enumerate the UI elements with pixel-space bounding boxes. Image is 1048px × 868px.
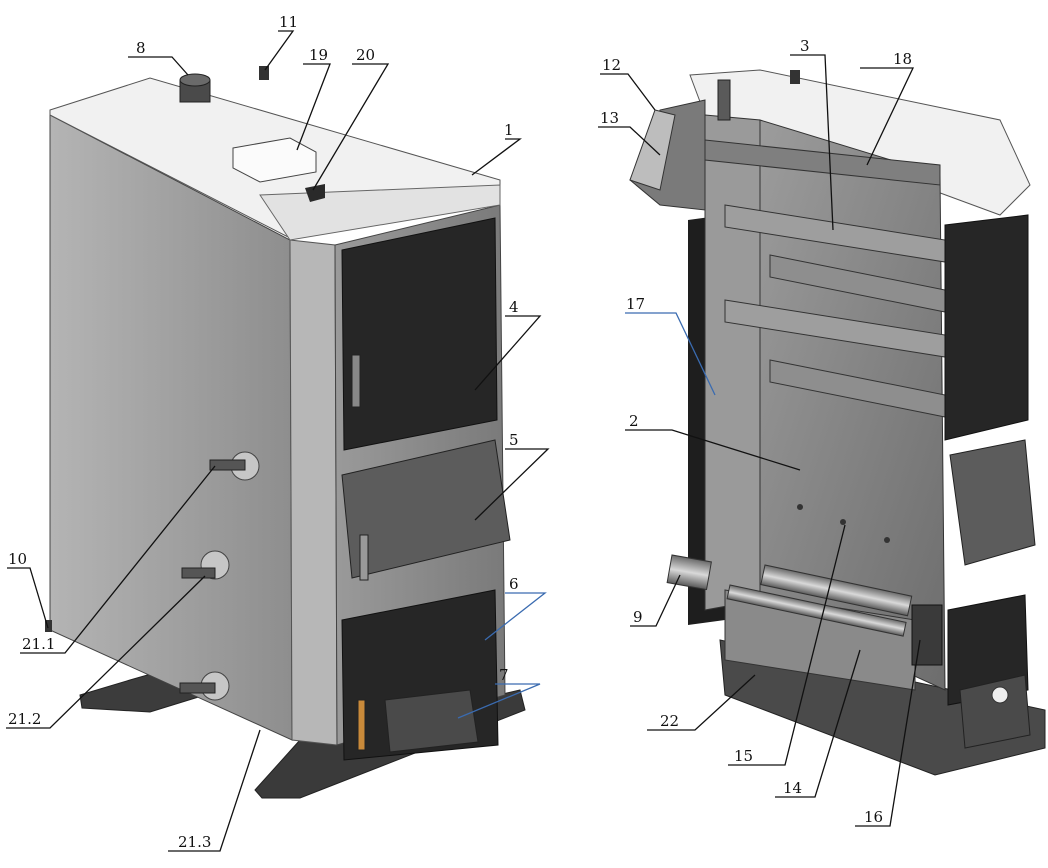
top-fitting-right bbox=[790, 70, 800, 84]
hole-3 bbox=[884, 537, 890, 543]
top-fitting bbox=[259, 66, 269, 80]
label-10: 10 bbox=[8, 550, 27, 568]
callout-labels: 1 2 3 4 5 6 7 8 9 10 11 12 13 14 15 16 1… bbox=[8, 13, 912, 851]
leader-lines-blue bbox=[457, 312, 716, 719]
label-4: 4 bbox=[509, 298, 519, 316]
air-regulator bbox=[991, 686, 1009, 704]
upper-door bbox=[341, 217, 498, 451]
hole-2 bbox=[840, 519, 846, 525]
leader-lines bbox=[6, 30, 921, 852]
label-20: 20 bbox=[356, 46, 375, 64]
label-3: 3 bbox=[800, 37, 810, 55]
label-9: 9 bbox=[633, 608, 643, 626]
nozzle-21-3 bbox=[179, 682, 216, 694]
label-21-2: 21.2 bbox=[8, 710, 41, 728]
nozzle-21-2 bbox=[181, 567, 216, 579]
label-5: 5 bbox=[509, 431, 519, 449]
cutaway-lower-door bbox=[947, 594, 1029, 706]
boiler-exterior bbox=[45, 66, 526, 799]
label-12: 12 bbox=[602, 56, 621, 74]
label-7: 7 bbox=[499, 666, 509, 684]
small-vent bbox=[305, 184, 325, 202]
label-6: 6 bbox=[509, 575, 519, 593]
label-19: 19 bbox=[309, 46, 328, 64]
label-1: 1 bbox=[504, 121, 514, 139]
drain-valve bbox=[45, 620, 52, 632]
label-16: 16 bbox=[864, 808, 883, 826]
cutaway-lower-flap bbox=[959, 674, 1031, 749]
cutaway-side-wall bbox=[704, 114, 761, 611]
flue-outlet-rim bbox=[179, 73, 211, 87]
label-2: 2 bbox=[629, 412, 639, 430]
nozzle-21-1 bbox=[209, 459, 246, 471]
middle-door bbox=[341, 439, 511, 579]
grate-support bbox=[911, 604, 943, 666]
boiler-cutaway bbox=[629, 69, 1046, 776]
controller-box bbox=[232, 137, 317, 183]
top-pipe bbox=[717, 79, 731, 121]
label-17: 17 bbox=[626, 295, 645, 313]
label-21-1: 21.1 bbox=[22, 635, 55, 653]
label-18: 18 bbox=[893, 50, 912, 68]
front-strip bbox=[289, 239, 338, 746]
label-22: 22 bbox=[660, 712, 679, 730]
label-14: 14 bbox=[783, 779, 802, 797]
grate-bar-2 bbox=[760, 564, 913, 617]
middle-door-handle bbox=[359, 534, 369, 581]
upper-door-handle bbox=[351, 354, 361, 408]
label-13: 13 bbox=[600, 109, 619, 127]
grate-bar-1 bbox=[726, 584, 907, 637]
cutaway-upper-door bbox=[944, 214, 1029, 441]
label-8: 8 bbox=[136, 39, 146, 57]
baffle-top bbox=[704, 139, 941, 186]
cutaway-middle-door bbox=[949, 439, 1036, 566]
label-15: 15 bbox=[734, 747, 753, 765]
inlet-pipe bbox=[666, 554, 712, 591]
hole-1 bbox=[797, 504, 803, 510]
lower-door-handle bbox=[357, 699, 366, 751]
label-11: 11 bbox=[279, 13, 298, 31]
label-21-3: 21.3 bbox=[178, 833, 211, 851]
lower-door-flap bbox=[384, 689, 479, 753]
flue-pipe bbox=[629, 109, 676, 191]
